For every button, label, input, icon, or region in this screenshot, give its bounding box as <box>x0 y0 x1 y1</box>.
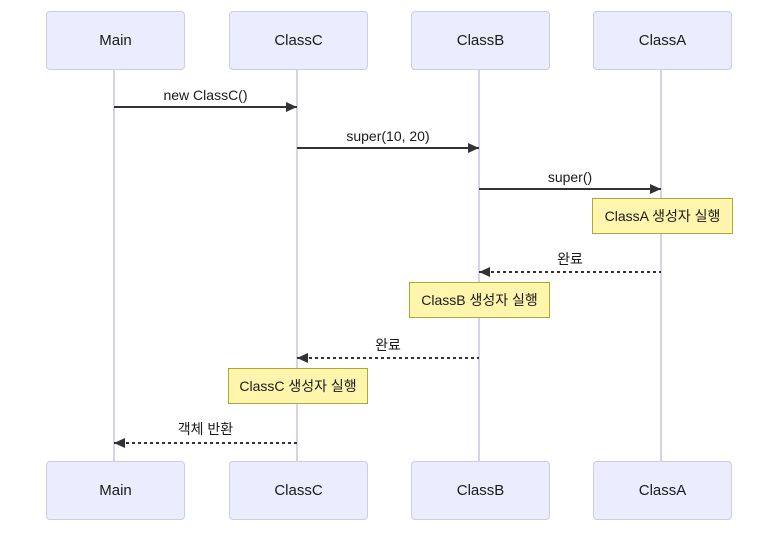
actor-box-classb-top: ClassB <box>411 11 550 70</box>
note-classc-constructor: ClassC 생성자 실행 <box>228 368 368 404</box>
message-label-return-object: 객체 반환 <box>177 421 234 437</box>
actor-box-classc-bottom: ClassC <box>229 461 368 520</box>
actor-box-main-bottom: Main <box>46 461 185 520</box>
note-label: ClassA 생성자 실행 <box>604 208 721 224</box>
message-arrow-super-10-20 <box>297 143 479 153</box>
message-label-new-classc: new ClassC() <box>163 87 248 103</box>
message-arrow-done-1 <box>479 267 661 277</box>
actor-label: ClassC <box>274 32 323 49</box>
lifeline-classa <box>660 68 662 461</box>
message-arrow-super <box>479 184 661 194</box>
actor-label: ClassB <box>456 482 505 499</box>
message-label-done-2: 완료 <box>375 337 401 353</box>
message-arrow-new-classc <box>114 102 297 112</box>
lifeline-main <box>113 68 115 461</box>
note-classa-constructor: ClassA 생성자 실행 <box>592 198 733 234</box>
note-classb-constructor: ClassB 생성자 실행 <box>409 282 550 318</box>
message-label-super-10-20: super(10, 20) <box>346 128 430 144</box>
actor-box-classa-top: ClassA <box>593 11 732 70</box>
actor-label: ClassA <box>638 482 687 499</box>
message-label-done-1: 완료 <box>557 251 583 267</box>
arrowhead-right-icon <box>286 102 297 112</box>
lifeline-classb <box>478 68 480 461</box>
arrowhead-right-icon <box>650 184 661 194</box>
actor-box-classb-bottom: ClassB <box>411 461 550 520</box>
actor-label: Main <box>99 482 132 499</box>
actor-box-classc-top: ClassC <box>229 11 368 70</box>
actor-label: ClassA <box>638 32 687 49</box>
message-arrow-done-2 <box>297 353 479 363</box>
actor-label: Main <box>99 32 132 49</box>
actor-label: ClassC <box>274 482 323 499</box>
arrowhead-right-icon <box>468 143 479 153</box>
actor-label: ClassB <box>456 32 505 49</box>
arrowhead-left-icon <box>479 267 490 277</box>
note-label: ClassB 생성자 실행 <box>421 292 538 308</box>
arrowhead-left-icon <box>297 353 308 363</box>
actor-box-main-top: Main <box>46 11 185 70</box>
lifeline-classc <box>296 68 298 461</box>
arrowhead-left-icon <box>114 438 125 448</box>
message-label-super: super() <box>547 169 593 185</box>
actor-box-classa-bottom: ClassA <box>593 461 732 520</box>
message-arrow-return-object <box>114 438 297 448</box>
note-label: ClassC 생성자 실행 <box>239 378 357 394</box>
